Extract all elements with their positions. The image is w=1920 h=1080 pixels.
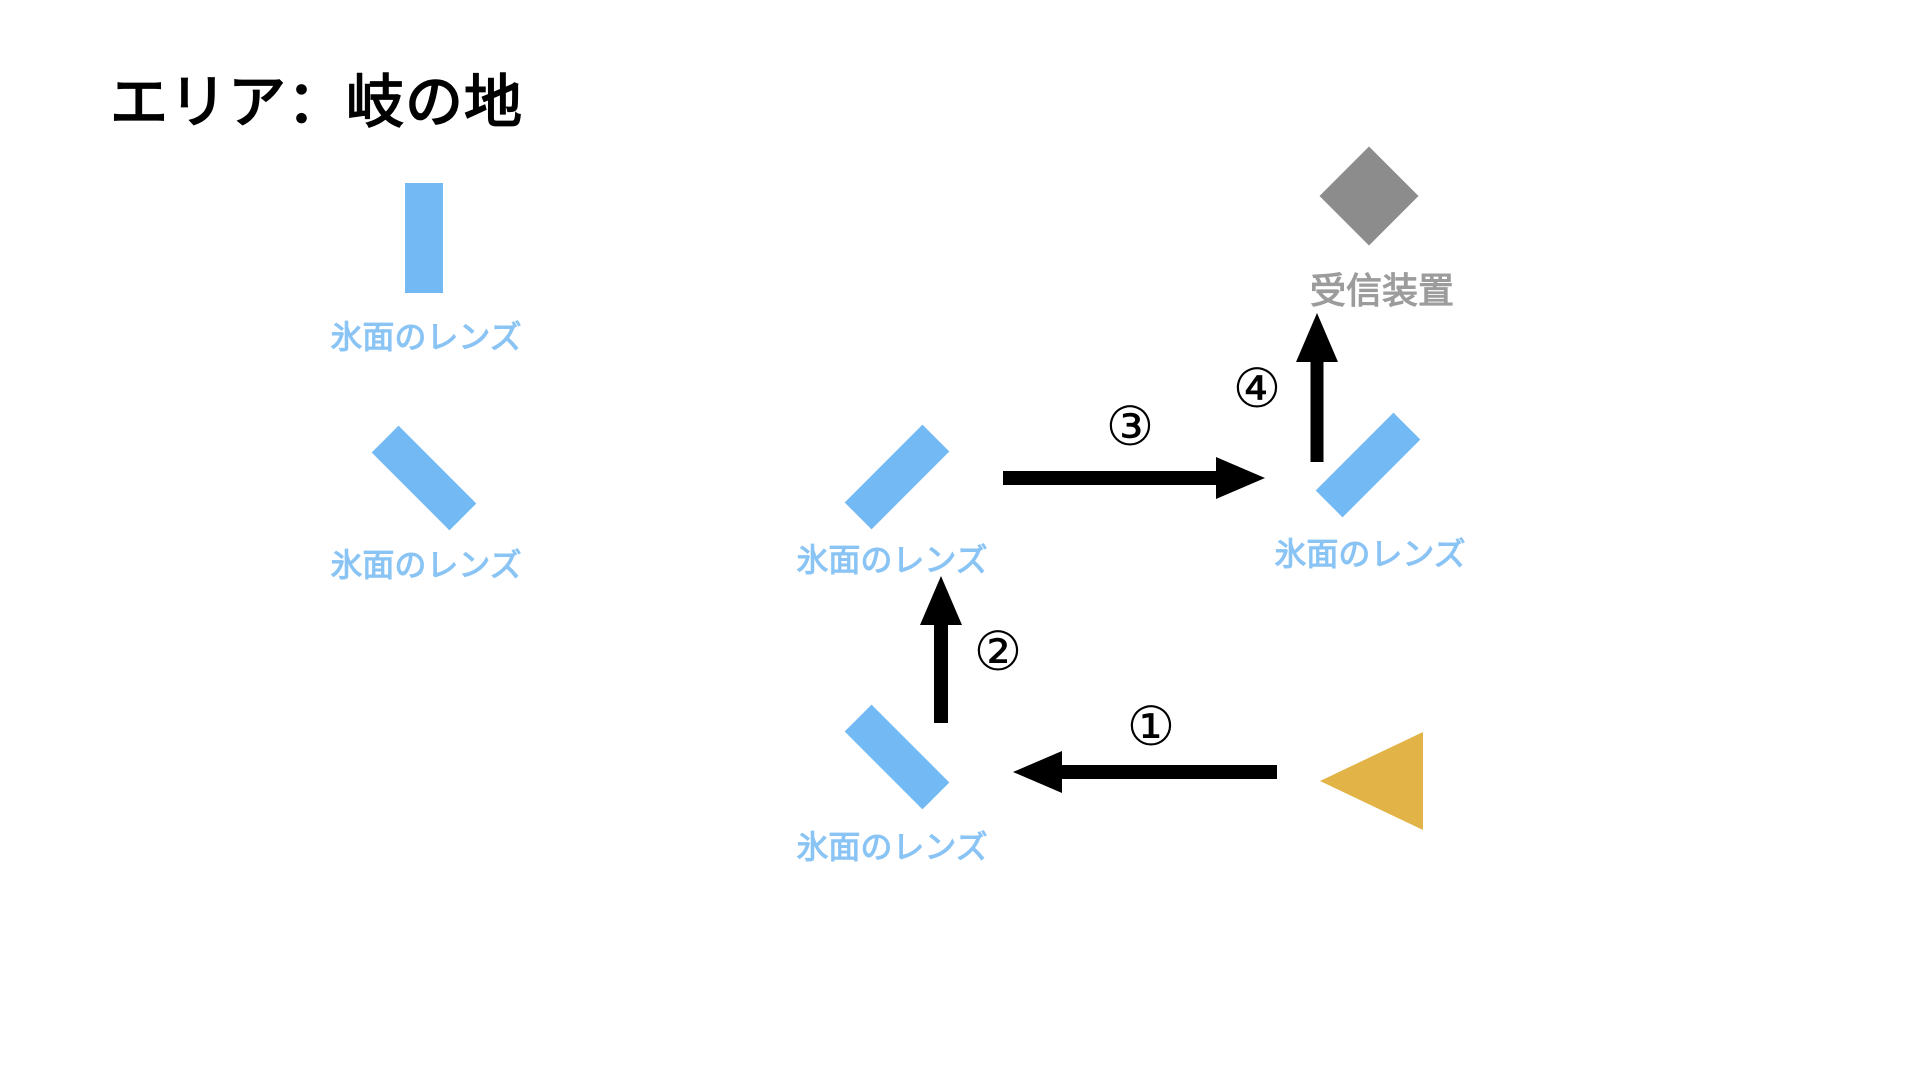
lens-bar-icon xyxy=(405,183,443,293)
lens-label: 氷面のレンズ xyxy=(796,829,988,865)
lens-diagonal-icon xyxy=(1315,412,1421,518)
arrow-step2-icon xyxy=(920,576,962,723)
lens-label: 氷面のレンズ xyxy=(796,542,988,578)
step-1-label: ① xyxy=(1126,697,1176,757)
lens-diagonal-icon xyxy=(371,425,477,531)
arrow-step1-icon xyxy=(1013,751,1277,793)
lens-label: 氷面のレンズ xyxy=(330,319,522,355)
lens-label: 氷面のレンズ xyxy=(330,547,522,583)
lens-label: 氷面のレンズ xyxy=(1274,536,1466,572)
light-source-triangle-icon xyxy=(1320,732,1423,830)
page-title: エリア：岐の地 xyxy=(110,70,524,135)
step-2-label: ② xyxy=(973,622,1023,682)
receiver-label: 受信装置 xyxy=(1309,270,1455,311)
step-4-label: ④ xyxy=(1232,359,1282,419)
arrow-step4-icon xyxy=(1296,313,1338,462)
receiver-diamond-icon xyxy=(1319,146,1419,246)
lens-diagonal-icon xyxy=(844,704,950,810)
lens-diagonal-icon xyxy=(844,424,950,530)
step-3-label: ③ xyxy=(1105,397,1155,457)
arrow-step3-icon xyxy=(1003,457,1265,499)
